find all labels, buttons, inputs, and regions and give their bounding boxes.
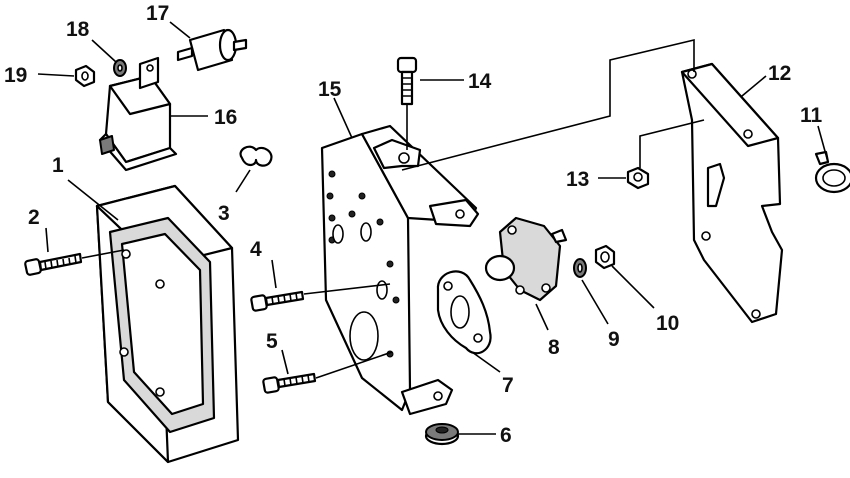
part-11-clamp	[814, 150, 850, 194]
leader-18	[91, 39, 117, 63]
leader-17	[169, 21, 191, 39]
leader-2	[45, 227, 49, 253]
callout-9: 9	[608, 328, 620, 351]
part-1-frame	[95, 184, 240, 464]
callout-12: 12	[768, 62, 791, 85]
callout-8: 8	[548, 336, 560, 359]
leader-12	[741, 75, 767, 97]
callout-18: 18	[66, 18, 90, 41]
leader-7	[471, 351, 501, 373]
callout-16: 16	[214, 106, 237, 129]
part-8-switch	[484, 216, 568, 302]
part-4-screw	[250, 290, 305, 312]
assembly-line-13-to-12	[639, 119, 705, 168]
assembly-line-5-to-15	[315, 351, 393, 379]
part-12-plate	[680, 62, 784, 324]
part-2-screw	[24, 252, 83, 276]
callout-4: 4	[250, 238, 262, 261]
leader-lines	[37, 21, 829, 435]
leader-5	[281, 349, 289, 375]
leader-19	[37, 73, 75, 77]
callout-19: 19	[4, 64, 27, 87]
callout-1: 1	[52, 154, 64, 177]
part-14-bolt	[396, 56, 418, 106]
part-9-washer	[573, 258, 587, 278]
assembly-line-4-to-15	[303, 283, 391, 295]
part-6-grommet	[424, 423, 460, 446]
assembly-line-2-to-1	[81, 249, 125, 259]
leader-9	[581, 279, 609, 325]
callout-6: 6	[500, 424, 512, 447]
callout-11: 11	[800, 104, 823, 127]
callout-2: 2	[28, 206, 40, 229]
part-15-bracket	[320, 124, 480, 416]
callout-7: 7	[502, 374, 514, 397]
part-17-mount	[176, 28, 248, 72]
part-19-nut	[74, 64, 96, 88]
callout-15: 15	[318, 78, 342, 101]
leader-11	[817, 125, 829, 163]
leader-8	[535, 303, 549, 331]
part-16-relay	[98, 56, 178, 172]
part-10-nut	[594, 244, 616, 270]
callout-5: 5	[266, 330, 278, 353]
leader-4	[271, 259, 277, 289]
part-7-gasket	[436, 270, 492, 355]
part-3-clip	[239, 145, 273, 167]
leader-1	[67, 179, 119, 221]
part-13-nut	[626, 166, 650, 190]
callout-13: 13	[566, 168, 589, 191]
leader-15	[333, 97, 353, 139]
leader-3	[235, 169, 251, 193]
part-18-washer	[113, 59, 127, 77]
assembly-line-15-to-12	[401, 38, 695, 171]
callouts: 1 2 3 4 5 6 7 8 9 10 11 12 13 14 15 16 1…	[4, 2, 823, 447]
leader-10	[611, 265, 655, 309]
callout-10: 10	[656, 312, 679, 335]
part-5-screw	[262, 372, 317, 394]
callout-3: 3	[218, 202, 230, 225]
callout-14: 14	[468, 70, 492, 93]
callout-17: 17	[146, 2, 169, 25]
